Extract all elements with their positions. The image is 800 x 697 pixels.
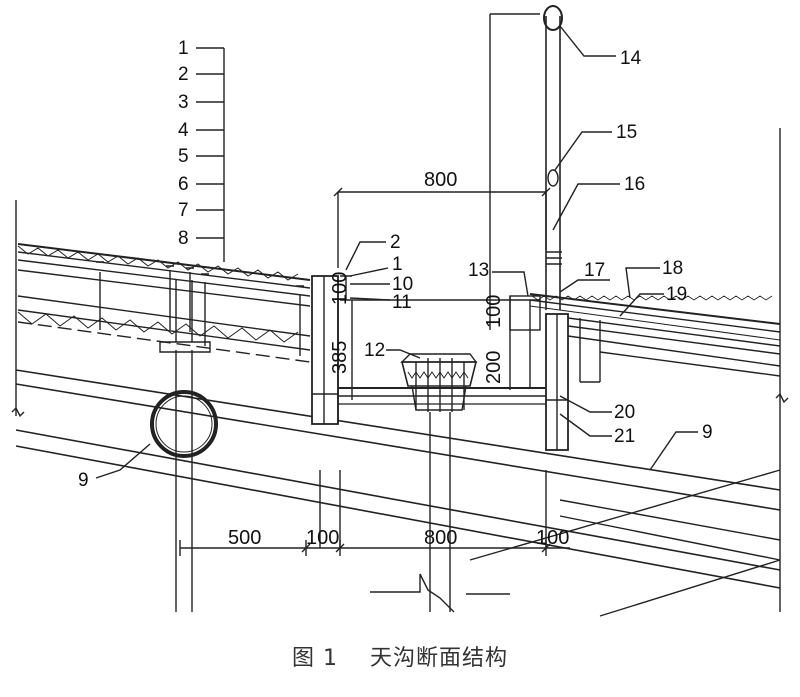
dim-bottom-800: 800	[424, 527, 457, 549]
label-7: 7	[178, 200, 189, 221]
dim-bottom-100a: 100	[306, 527, 339, 549]
right-roof-assembly	[529, 128, 789, 612]
label-11: 11	[392, 292, 412, 313]
label-6: 6	[178, 174, 189, 195]
figure-number: 图 1	[291, 646, 338, 671]
dim-bottom-100b: 100	[536, 527, 569, 549]
dim-bottom-500: 500	[228, 527, 261, 549]
label-2-gutter: 2	[390, 232, 401, 253]
label-20: 20	[614, 402, 635, 423]
center-structure	[319, 469, 781, 617]
label-9-right: 9	[702, 422, 713, 443]
label-4: 4	[178, 120, 189, 141]
label-16: 16	[624, 174, 645, 195]
dim-100-left: 100	[329, 272, 351, 305]
drain-outlet	[400, 353, 478, 612]
figure-title: 天沟断面结构	[369, 646, 508, 671]
left-structure	[11, 200, 781, 612]
figure-caption: 图 1 天沟断面结构	[0, 640, 800, 672]
label-1-gutter: 1	[392, 254, 403, 275]
left-roof-assembly	[17, 243, 311, 363]
gutter-bottom	[338, 299, 548, 405]
dimension-lines	[179, 187, 570, 556]
label-12: 12	[364, 340, 385, 361]
dim-200: 200	[483, 351, 505, 384]
label-15: 15	[616, 122, 637, 143]
label-2: 2	[178, 64, 189, 85]
label-5: 5	[178, 146, 189, 167]
label-14: 14	[620, 48, 642, 69]
label-1: 1	[178, 38, 189, 59]
dim-385: 385	[329, 341, 351, 374]
dim-100-right: 100	[483, 295, 505, 328]
label-8: 8	[178, 228, 189, 249]
dim-top-800: 800	[424, 169, 457, 191]
dimension-text-group: 800 100 385 200 100 500 100 800 100	[228, 169, 569, 549]
label-18: 18	[662, 258, 683, 279]
gutter-right-wall	[509, 295, 569, 451]
label-17: 17	[584, 260, 605, 281]
gutter-left-wall	[311, 275, 339, 425]
label-21: 21	[614, 426, 635, 447]
label-13: 13	[468, 260, 489, 281]
label-text-group: 1 2 3 4 5 6 7 8 2 1 10 11 12 13 14 15 16…	[78, 38, 713, 491]
label-10: 10	[392, 274, 413, 295]
label-9-left: 9	[78, 470, 89, 491]
label-leaders-left	[196, 47, 225, 262]
label-leaders-right	[95, 25, 698, 479]
label-3: 3	[178, 92, 189, 113]
label-19: 19	[666, 284, 687, 305]
